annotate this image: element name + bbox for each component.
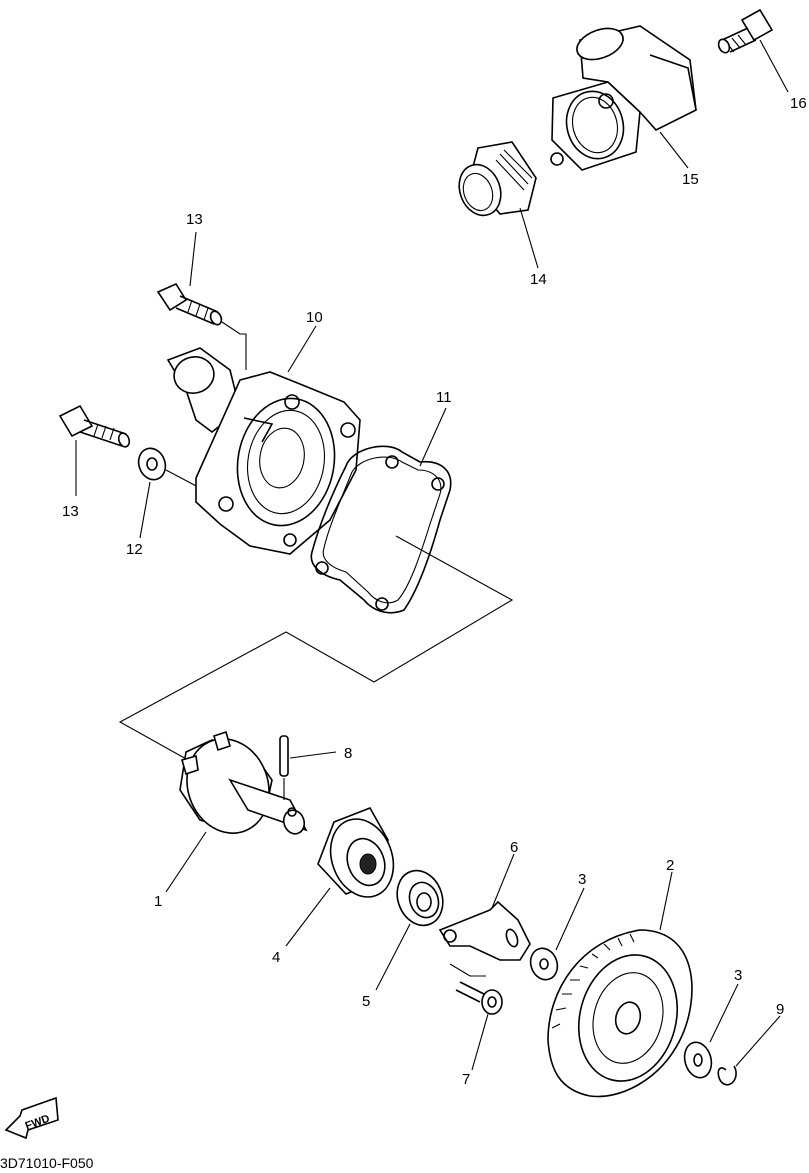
part-8-pin[interactable] <box>279 735 337 800</box>
callout-7: 7 <box>462 1071 470 1088</box>
part-15-water-outlet[interactable] <box>550 23 697 171</box>
part-5-bearing[interactable] <box>390 864 450 932</box>
callout-11: 11 <box>436 389 452 406</box>
fwd-arrow-icon: FWD <box>4 1096 59 1140</box>
part-3-washer-lower[interactable] <box>681 1039 715 1081</box>
part-1-impeller-shaft[interactable] <box>174 727 308 845</box>
callout-16: 16 <box>790 95 807 112</box>
callout-4: 4 <box>272 949 280 966</box>
callout-3-upper: 3 <box>578 871 586 888</box>
part-7-screw[interactable] <box>455 981 503 1015</box>
part-13-bolt-lower[interactable] <box>58 404 131 448</box>
part-3-washer-upper[interactable] <box>526 945 561 984</box>
callout-labels: 16 15 14 13 10 11 13 12 8 6 2 3 1 4 3 5 … <box>62 95 807 1088</box>
callout-6: 6 <box>510 839 518 856</box>
diagram-code: 3D71010-F050 <box>0 1155 94 1171</box>
callout-5: 5 <box>362 993 370 1010</box>
callout-13-upper: 13 <box>186 211 203 228</box>
callout-3-lower: 3 <box>734 967 742 984</box>
callout-12: 12 <box>126 541 143 558</box>
callout-14: 14 <box>530 271 547 288</box>
callout-9: 9 <box>776 1001 784 1018</box>
callout-10: 10 <box>306 309 323 326</box>
part-6-plate[interactable] <box>438 900 531 977</box>
callout-8: 8 <box>344 745 352 762</box>
part-16-bolt[interactable] <box>717 8 774 54</box>
callout-15: 15 <box>682 171 699 188</box>
part-11-gasket[interactable] <box>310 445 452 614</box>
part-12-washer[interactable] <box>134 445 201 489</box>
part-14-thermostat[interactable] <box>452 141 537 221</box>
part-9-circlip[interactable] <box>717 1065 737 1086</box>
callout-1: 1 <box>154 893 162 910</box>
callout-2: 2 <box>666 857 674 874</box>
callout-13-lower: 13 <box>62 503 79 520</box>
part-4-oil-seal[interactable] <box>317 807 404 906</box>
leader-lines <box>75 39 789 1071</box>
part-13-bolt-upper[interactable] <box>156 282 247 370</box>
part-2-gear[interactable] <box>547 929 693 1098</box>
part-10-pump-housing[interactable] <box>166 347 361 555</box>
assembly-guide-line <box>118 535 514 761</box>
